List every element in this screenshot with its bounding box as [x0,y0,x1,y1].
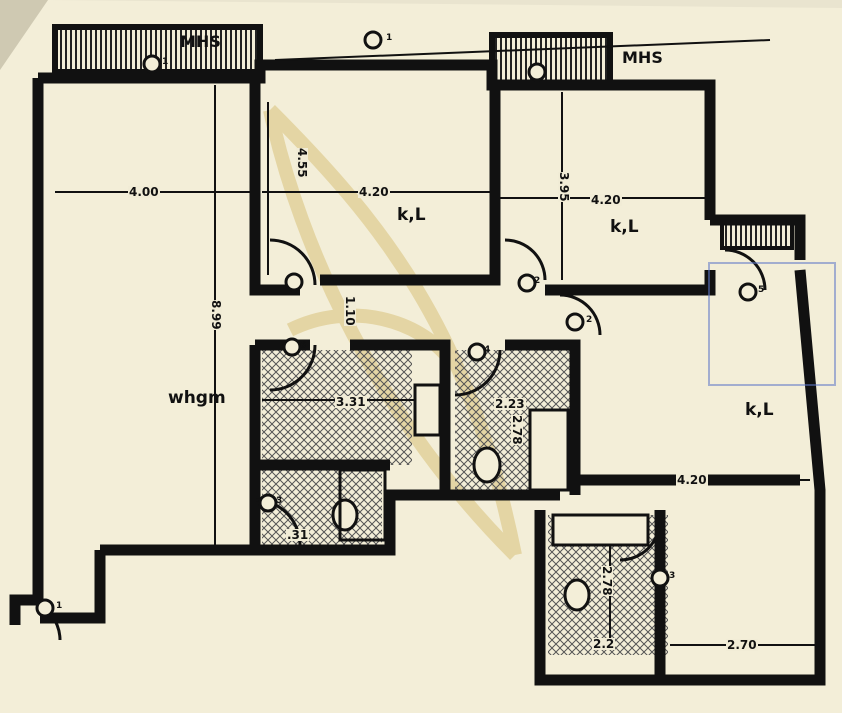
door-tag-label: 1 [56,601,63,611]
bathtub-2 [551,513,650,547]
door-tag-label: 3 [669,571,676,581]
dim-bath1-width: 3.31 [335,395,367,409]
dim-bath2-width: 2.23 [494,397,526,411]
dim-bath3-height: 2.78 [600,566,614,596]
room-label-living: whgm [168,388,226,408]
toilet-1 [472,446,502,484]
room-label-bedroom-3: k,L [745,400,774,420]
toilet-3 [563,578,591,612]
door-tag-label: 3 [276,496,283,506]
dim-corridor: 1.10 [343,296,357,326]
room-label-bedroom-2: k,L [610,217,639,237]
code-mhs-right: MHS [622,48,663,67]
dim-bottom-right-width: 2.70 [726,638,758,652]
balcony-right [489,32,613,88]
dim-bedroom2-height: 3.95 [557,172,571,202]
door-tag-label: 1 [162,57,169,67]
code-mhs-left: MHS [180,32,221,51]
dim-bedroom2-width: 4.20 [590,193,622,207]
door-tag-label: 5 [758,285,765,295]
kitchen-counter [338,468,387,542]
door-tag-label: 6 [300,341,307,351]
fixtures [331,383,650,612]
dim-living-height: 8.99 [209,300,223,330]
dim-small-bath: .31 [286,528,310,542]
dim-bedroom3-width: 4.20 [676,473,708,487]
paper-corner [0,0,48,70]
official-stamp [708,262,836,386]
dim-bath2-height: 2.78 [510,415,524,445]
bathtub-1 [528,408,570,492]
door-tag-label: 1 [386,33,393,43]
toilet-2 [331,498,359,532]
dim-bedroom1-width: 4.20 [358,185,390,199]
room-label-bedroom-1: k,L [397,205,426,225]
dim-living-width: 4.00 [128,185,160,199]
sink-1 [413,383,442,437]
dim-bedroom1-height: 4.55 [295,148,309,178]
door-tag-label: 2 [534,276,541,286]
dim-bath3-width: 2.2 [592,637,616,651]
door-swings [19,238,767,641]
door-tag-label: 2 [586,315,593,325]
door-tag-label: 4 [484,345,491,355]
door-tags [35,30,758,618]
